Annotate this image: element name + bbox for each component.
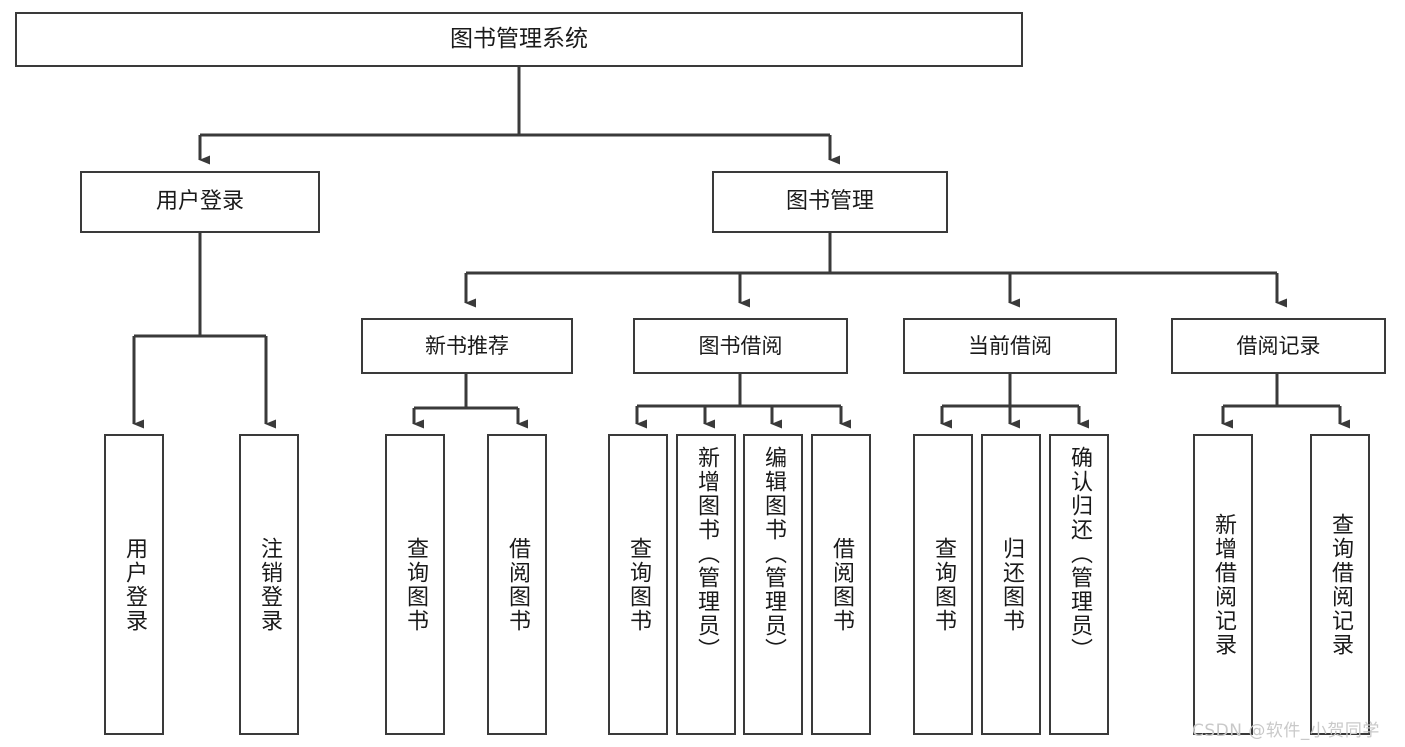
node-leaf-edit-book-admin[interactable]: 编辑图书（管理员） — [743, 434, 803, 735]
node-leaf-return-book[interactable]: 归还图书 — [981, 434, 1041, 735]
node-user-login[interactable]: 用户登录 — [80, 171, 320, 233]
node-root-system-label: 图书管理系统 — [450, 26, 588, 53]
node-leaf-query-book-borrow[interactable]: 查询图书 — [608, 434, 668, 735]
node-leaf-borrow-book-recommend[interactable]: 借阅图书 — [487, 434, 547, 735]
node-leaf-query-book-borrow-label: 查询图书 — [626, 536, 651, 633]
node-leaf-logout-label: 注销登录 — [257, 536, 282, 633]
watermark-credit: CSDN @软件_小贺同学 — [1192, 721, 1380, 741]
node-book-borrow[interactable]: 图书借阅 — [633, 318, 848, 374]
node-leaf-add-borrow-record-label: 新增借阅记录 — [1211, 512, 1236, 657]
node-new-book-recommend-label: 新书推荐 — [425, 333, 509, 358]
node-borrow-record[interactable]: 借阅记录 — [1171, 318, 1386, 374]
node-leaf-borrow-book-recommend-label: 借阅图书 — [505, 536, 530, 633]
node-leaf-query-borrow-record-label: 查询借阅记录 — [1328, 512, 1353, 657]
node-borrow-record-label: 借阅记录 — [1236, 333, 1321, 358]
node-leaf-query-book-recommend-label: 查询图书 — [403, 536, 428, 633]
node-leaf-confirm-return-admin[interactable]: 确认归还（管理员） — [1049, 434, 1109, 735]
node-leaf-query-book-recommend[interactable]: 查询图书 — [385, 434, 445, 735]
node-book-borrow-label: 图书借阅 — [698, 333, 783, 358]
node-leaf-query-borrow-record[interactable]: 查询借阅记录 — [1310, 434, 1370, 735]
node-leaf-edit-book-admin-label: 编辑图书（管理员） — [761, 446, 786, 662]
node-leaf-add-book-admin-label: 新增图书（管理员） — [694, 446, 719, 662]
node-user-login-label: 用户登录 — [155, 189, 244, 215]
node-leaf-user-login[interactable]: 用户登录 — [104, 434, 164, 735]
node-current-borrow-label: 当前借阅 — [968, 333, 1052, 358]
node-current-borrow[interactable]: 当前借阅 — [903, 318, 1117, 374]
node-leaf-borrow-book[interactable]: 借阅图书 — [811, 434, 871, 735]
node-leaf-confirm-return-admin-label: 确认归还（管理员） — [1067, 446, 1092, 662]
node-leaf-return-book-label: 归还图书 — [999, 536, 1024, 633]
node-book-management-label: 图书管理 — [785, 189, 874, 215]
node-new-book-recommend[interactable]: 新书推荐 — [361, 318, 573, 374]
node-root-system[interactable]: 图书管理系统 — [15, 12, 1023, 67]
node-leaf-logout[interactable]: 注销登录 — [239, 434, 299, 735]
node-leaf-add-borrow-record[interactable]: 新增借阅记录 — [1193, 434, 1253, 735]
node-leaf-borrow-book-label: 借阅图书 — [829, 536, 854, 633]
node-book-management[interactable]: 图书管理 — [712, 171, 948, 233]
node-leaf-add-book-admin[interactable]: 新增图书（管理员） — [676, 434, 736, 735]
node-leaf-query-book-current-label: 查询图书 — [931, 536, 956, 633]
node-leaf-query-book-current[interactable]: 查询图书 — [913, 434, 973, 735]
node-leaf-user-login-label: 用户登录 — [122, 536, 147, 633]
